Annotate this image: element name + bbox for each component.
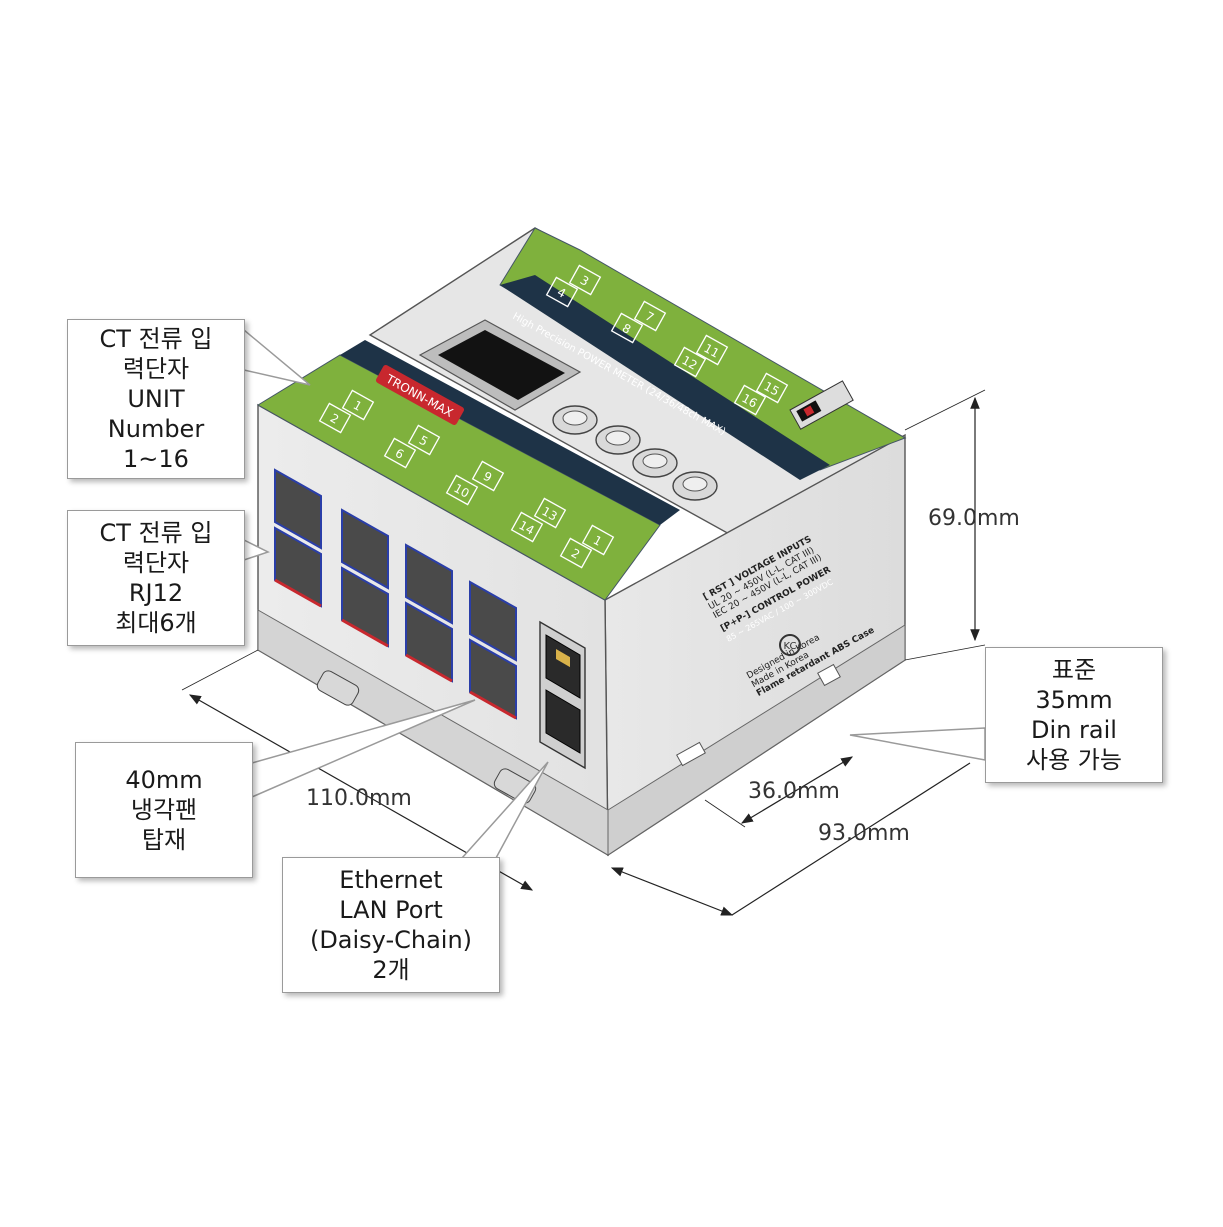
svg-text:13: 13 [539,504,559,524]
callout-line: 력단자 [122,549,190,577]
callout-line: 냉각팬 [130,796,198,824]
side-slot-2 [676,741,706,767]
callout-line: 35mm [1035,686,1113,714]
callout-line: UNIT [127,385,185,413]
ct-unit-label: 10 [445,474,479,506]
rj12-port[interactable] [405,543,453,625]
rj12-port-accent [274,578,322,608]
callout-line: CT 전류 입 [99,519,213,547]
ct-unit-label: 16 [733,384,767,416]
callout-line: (Daisy-Chain) [309,926,473,954]
callout-line: Ethernet [339,866,443,894]
ct-unit-label: 13 [533,497,567,529]
oled-display [438,330,565,400]
ct-unit-label: 15 [755,372,789,404]
callout-line: 2개 [372,956,410,984]
side-slot-1 [817,663,841,687]
rj12-port-accent [405,653,453,683]
callout-line: Din rail [1031,716,1117,744]
ethernet-port-2[interactable] [545,689,581,754]
svg-text:14: 14 [516,518,536,538]
dim-depth-line [610,867,734,916]
callout-pointers [243,328,986,859]
kc-mark-icon: KC [779,634,801,656]
dim-rail-line [740,756,854,824]
callout-line: 1~16 [123,445,189,473]
svg-text:11: 11 [701,341,721,361]
callout-line: 력단자 [122,355,190,383]
ethernet-ports [539,620,586,770]
svg-text:KC: KC [784,641,797,652]
callout-line: 40mm [125,766,203,794]
callout-line: 사용 가능 [1026,746,1122,774]
back-navy-band [500,275,830,480]
ct-unit-label: 12 [673,346,707,378]
callout-line: LAN Port [339,896,443,924]
rj12-port[interactable] [274,468,322,550]
rj12-port[interactable] [469,580,517,662]
callout-line: RJ12 [128,579,184,607]
callout-line: Number [107,415,205,443]
rj12-ports [274,468,517,720]
callout-line: 표준 [1051,656,1097,684]
callout-line: CT 전류 입 [99,325,213,353]
rj12-port[interactable] [341,508,389,590]
rj12-port-accent [341,618,389,648]
svg-text:10: 10 [451,481,471,501]
front-navy-band [340,340,680,525]
control-buttons [552,405,718,501]
callout-line: 탑재 [141,826,187,854]
dimension-rail: 36.0mm [748,779,840,804]
svg-text:12: 12 [679,353,699,373]
dimension-depth: 93.0mm [818,821,910,846]
dimension-length: 110.0mm [306,786,412,811]
ct-unit-label: 14 [510,511,544,543]
ethernet-port-1[interactable] [545,634,581,699]
dimension-height: 69.0mm [928,506,1020,531]
power-terminal-block [789,380,854,430]
svg-text:16: 16 [739,391,759,411]
callout-line: 최대6개 [115,609,197,637]
svg-text:15: 15 [761,379,781,399]
ct-unit-label: 11 [695,334,729,366]
